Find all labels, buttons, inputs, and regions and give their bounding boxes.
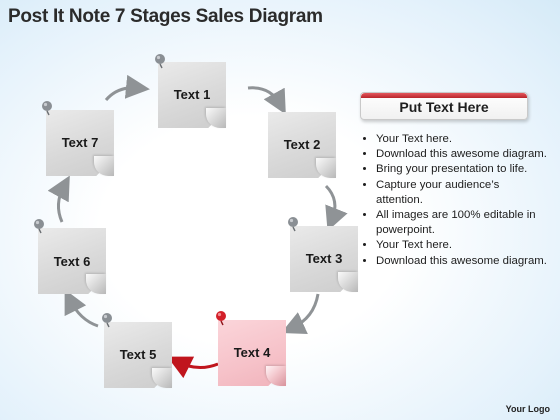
bullet-item: Download this awesome diagram.	[376, 254, 548, 269]
note-1-label: Text 1	[173, 87, 211, 102]
note-curl	[152, 368, 172, 388]
note-4-label: Text 4	[233, 345, 271, 360]
arrow-1-to-2	[247, 86, 286, 115]
pushpin-icon	[102, 313, 112, 328]
pushpin-icon	[42, 101, 52, 116]
bullet-item: All images are 100% editable in powerpoi…	[376, 208, 548, 238]
page-title: Post It Note 7 Stages Sales Diagram	[8, 6, 323, 27]
pushpin-icon	[155, 54, 165, 69]
arrow-7-to-1	[104, 74, 150, 102]
note-6-label: Text 6	[53, 254, 91, 269]
arrow-2-to-3	[324, 184, 348, 232]
bullet-item: Download this awesome diagram.	[376, 147, 548, 162]
note-curl	[86, 274, 106, 294]
bullet-list: Your Text here. Download this awesome di…	[362, 132, 548, 269]
note-curl	[206, 108, 226, 128]
note-curl	[316, 158, 336, 178]
arrow-5-to-6	[64, 289, 99, 328]
note-7-label: Text 7	[61, 135, 99, 150]
pushpin-icon	[34, 219, 44, 234]
arrow-6-to-7	[47, 175, 70, 223]
note-curl	[338, 272, 358, 292]
arrow-3-to-4	[281, 293, 320, 334]
bullet-item: Your Text here.	[376, 238, 548, 253]
footer-logo: Your Logo	[505, 404, 550, 414]
note-3-label: Text 3	[305, 251, 343, 266]
bullet-item: Capture your audience’s attention.	[376, 178, 548, 208]
arrow-4-to-5	[167, 356, 219, 379]
pushpin-icon	[288, 217, 298, 232]
panel-header: Put Text Here	[360, 92, 528, 120]
bullet-item: Bring your presentation to life.	[376, 162, 548, 177]
pushpin-icon	[216, 311, 226, 326]
note-curl	[94, 156, 114, 176]
bullet-item: Your Text here.	[376, 132, 548, 147]
note-2-label: Text 2	[283, 137, 321, 152]
panel-header-accent	[361, 93, 527, 98]
note-curl	[266, 366, 286, 386]
note-5-label: Text 5	[119, 347, 157, 362]
panel-header-text: Put Text Here	[399, 99, 489, 115]
